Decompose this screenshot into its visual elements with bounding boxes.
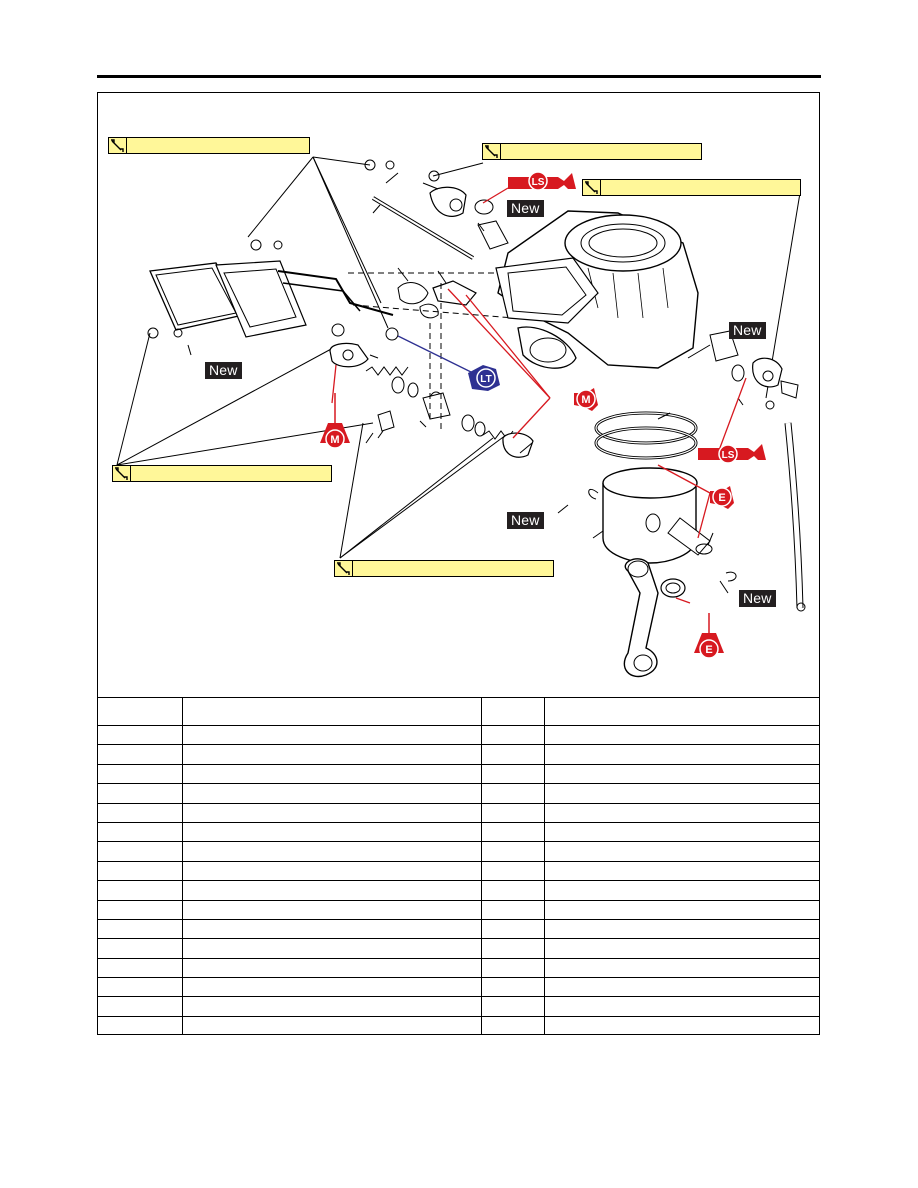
wrench-icon bbox=[109, 138, 127, 153]
table-row bbox=[98, 918, 819, 939]
table-row bbox=[98, 899, 819, 920]
lubricant-label: M bbox=[581, 394, 590, 406]
wrench-icon bbox=[583, 180, 601, 195]
table-row bbox=[98, 724, 819, 745]
lubricant-label: E bbox=[705, 644, 712, 656]
table-row bbox=[98, 1015, 819, 1036]
lubricant-label: LS bbox=[722, 450, 735, 461]
lubricant-label: LS bbox=[532, 177, 545, 188]
wrench-icon bbox=[483, 144, 501, 159]
table-header-row bbox=[98, 697, 819, 726]
torque-spec-box bbox=[334, 560, 554, 577]
torque-spec-box bbox=[112, 465, 332, 482]
torque-spec-box bbox=[582, 179, 801, 196]
table-row bbox=[98, 744, 819, 765]
table-row bbox=[98, 763, 819, 784]
torque-spec-box bbox=[482, 143, 702, 160]
new-part-tag: New bbox=[739, 590, 776, 607]
lubricant-label: M bbox=[330, 434, 339, 446]
wrench-icon bbox=[113, 466, 131, 481]
table-row bbox=[98, 880, 819, 901]
header-rule bbox=[97, 75, 821, 78]
table-row bbox=[98, 783, 819, 804]
parts-list-table bbox=[98, 697, 819, 1036]
table-row bbox=[98, 841, 819, 862]
table-row bbox=[98, 821, 819, 842]
new-part-tag: New bbox=[729, 322, 766, 339]
torque-spec-box bbox=[108, 137, 310, 154]
cylinder-piston-exploded-diagram: LS LS M E M E LT bbox=[116, 156, 806, 678]
threadlock-label: LT bbox=[480, 374, 491, 385]
table-row bbox=[98, 977, 819, 997]
new-part-tag: New bbox=[507, 200, 544, 217]
wrench-icon bbox=[335, 561, 353, 576]
table-row bbox=[98, 860, 819, 881]
table-row bbox=[98, 802, 819, 823]
table-row bbox=[98, 996, 819, 1017]
new-part-tag: New bbox=[205, 362, 242, 379]
table-row bbox=[98, 938, 819, 959]
lubricant-label: E bbox=[718, 492, 725, 504]
table-row bbox=[98, 957, 819, 978]
exploded-view-frame: LS LS M E M E LT bbox=[97, 92, 820, 1036]
new-part-tag: New bbox=[507, 512, 544, 529]
